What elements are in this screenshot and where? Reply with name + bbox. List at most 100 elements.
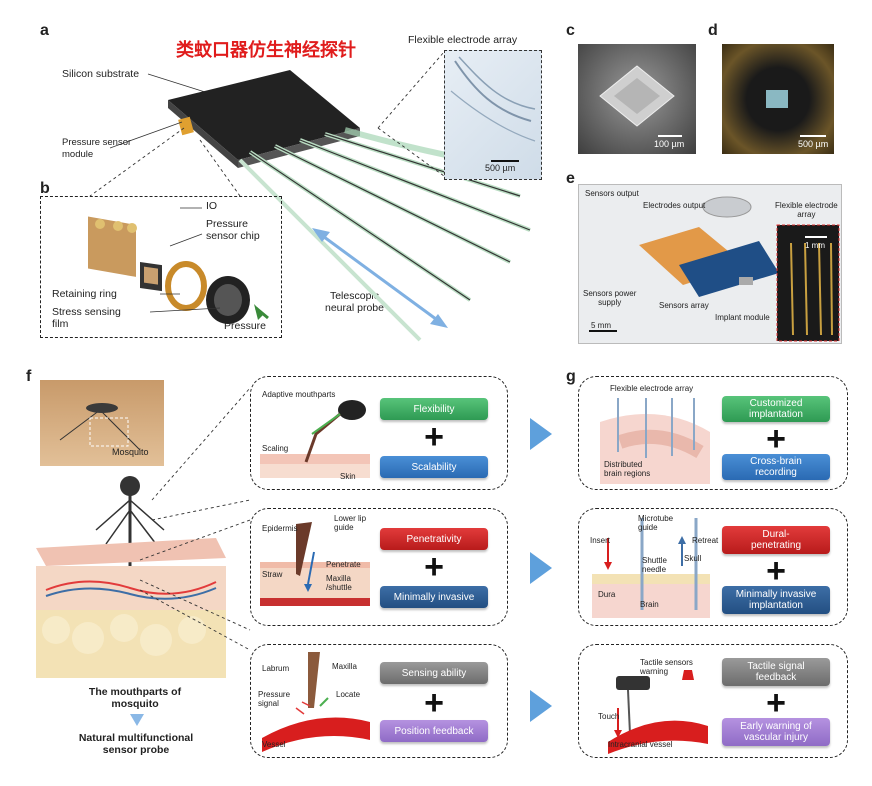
- position-feedback-pill: Position feedback: [380, 720, 488, 742]
- chip-scale-label: 500 µm: [798, 139, 829, 149]
- plus-icon: +: [766, 684, 786, 722]
- arrow-right-icon: [530, 690, 552, 722]
- early-warning-pill: Early warning of vascular injury: [722, 718, 830, 746]
- f-row1-drawing: [260, 400, 370, 478]
- sensors-array-label: Sensors array: [659, 301, 709, 310]
- mosquito-photo-drawing: [59, 403, 141, 451]
- panel-label-f: f: [26, 368, 32, 385]
- g-row2-drawing: [592, 518, 710, 618]
- labrum-label: Labrum: [262, 664, 290, 673]
- plus-icon: +: [424, 684, 444, 722]
- panel-label-b: b: [40, 180, 50, 197]
- natural-probe-label: Natural multifunctional sensor probe: [78, 732, 194, 756]
- brain-label: Brain: [640, 600, 659, 609]
- g-row3-drawing: [608, 670, 708, 754]
- sem-image: 100 µm: [578, 44, 696, 154]
- scale-5mm-label: 5 mm: [591, 321, 611, 330]
- g-row1-drawing: [600, 398, 710, 484]
- dural-penetrating-pill: Dural- penetrating: [722, 526, 830, 554]
- pressure-chip-label: Pressure sensor chip: [206, 218, 260, 242]
- arrow-right-icon: [530, 418, 552, 450]
- chip-photo: 500 µm: [722, 44, 834, 154]
- stress-film-label: Stress sensing film: [52, 306, 121, 330]
- penetrate-label: Penetrate: [326, 560, 361, 569]
- retreat-label: Retreat: [692, 536, 719, 545]
- tactile-feedback-pill: Tactile signal feedback: [722, 658, 830, 686]
- sem-scale-label: 100 µm: [654, 139, 685, 149]
- skin-label: Skin: [340, 472, 356, 481]
- insert-label: Insert: [590, 536, 611, 545]
- scalability-pill: Scalability: [380, 456, 488, 478]
- flexibility-pill: Flexibility: [380, 398, 488, 420]
- epidermis-label: Epidermis: [262, 524, 298, 533]
- locate-label: Locate: [336, 690, 361, 699]
- mouthparts-label: The mouthparts of mosquito: [88, 686, 182, 710]
- maxilla-label: Maxilla: [332, 662, 357, 671]
- implant-module-label: Implant module: [715, 313, 770, 322]
- panel-label-a: a: [40, 22, 49, 39]
- shuttle-needle-label: Shuttle needle: [642, 556, 667, 574]
- flexible-array-inset: 500 µm: [444, 50, 542, 180]
- sensors-output-label: Sensors output: [585, 189, 639, 198]
- skull-label: Skull: [684, 554, 702, 563]
- f-row2-box: [250, 508, 508, 626]
- zoom-leaders: [139, 387, 251, 651]
- pressure-label: Pressure: [224, 320, 267, 332]
- panel-label-g: g: [566, 368, 576, 385]
- tactile-warning-label: Tactile sensors warning: [640, 658, 693, 676]
- pressure-module-label: Pressure sensor module: [62, 137, 132, 160]
- adaptive-label: Adaptive mouthparts: [262, 390, 336, 399]
- panel-b-box: [40, 196, 282, 338]
- g-row1-box: [578, 376, 848, 490]
- probe-illustration: [89, 51, 531, 342]
- mosquito-label: Mosquito: [112, 447, 149, 457]
- f-row3-drawing: [262, 652, 370, 752]
- plus-icon: +: [766, 552, 786, 590]
- io-label: IO: [206, 200, 218, 212]
- minimally-invasive-implantation-pill: Minimally invasive implantation: [722, 586, 830, 614]
- device-photo-drawing: [589, 196, 840, 342]
- g-row2-box: [578, 508, 848, 626]
- scale-1mm-label: 1 mm: [805, 241, 825, 250]
- distributed-label: Distributed brain regions: [604, 460, 651, 478]
- g-row3-box: [578, 644, 848, 758]
- panel-label-c: c: [566, 22, 575, 39]
- sensing-ability-pill: Sensing ability: [380, 662, 488, 684]
- electrodes-output-label: Electrodes output: [643, 201, 706, 210]
- straw-label: Straw: [262, 570, 283, 579]
- mosquito-photo: Mosquito: [40, 380, 164, 466]
- penetrativity-pill: Penetrativity: [380, 528, 488, 550]
- plus-icon: +: [424, 418, 444, 456]
- pressure-module-exploded: [88, 207, 269, 324]
- flex-array-label: Flexible electrode array: [775, 201, 838, 219]
- g-flex-label: Flexible electrode array: [610, 384, 694, 393]
- plus-icon: +: [766, 420, 786, 458]
- skin-cross-section: [36, 476, 226, 678]
- chip-photo-drawing: [766, 90, 826, 137]
- sem-chip-drawing: [599, 65, 682, 137]
- telescopic-label: Telescopic neural probe: [325, 290, 384, 314]
- flexible-array-micrograph: [450, 56, 536, 162]
- customized-pill: Customized implantation: [722, 396, 830, 422]
- cross-brain-pill: Cross-brain recording: [722, 454, 830, 480]
- flexible-array-label: Flexible electrode array: [408, 34, 518, 46]
- panel-label-e: e: [566, 170, 575, 187]
- pressure-signal-label: Pressure signal: [258, 690, 291, 708]
- f-row1-box: [250, 376, 508, 490]
- arrow-right-icon: [530, 552, 552, 584]
- vessel-label: Vessel: [262, 740, 286, 749]
- silicon-substrate-label: Silicon substrate: [62, 68, 140, 80]
- dura-label: Dura: [598, 590, 616, 599]
- lower-lip-label: Lower lip guide: [334, 514, 367, 532]
- microtube-label: Microtube guide: [638, 514, 674, 532]
- inset-scale-label: 500 µm: [485, 163, 516, 173]
- down-arrow-icon: [130, 714, 144, 726]
- maxilla-shuttle-label: Maxilla /shuttle: [326, 574, 352, 592]
- f-row2-drawing: [260, 522, 370, 606]
- device-photo: Sensors output Electrodes output Flexibl…: [578, 184, 842, 344]
- touch-label: Touch: [598, 712, 620, 721]
- f-row3-box: [250, 644, 508, 758]
- intracranial-label: Intracranial vessel: [608, 740, 673, 749]
- panel-label-d: d: [708, 22, 718, 39]
- plus-icon: +: [424, 548, 444, 586]
